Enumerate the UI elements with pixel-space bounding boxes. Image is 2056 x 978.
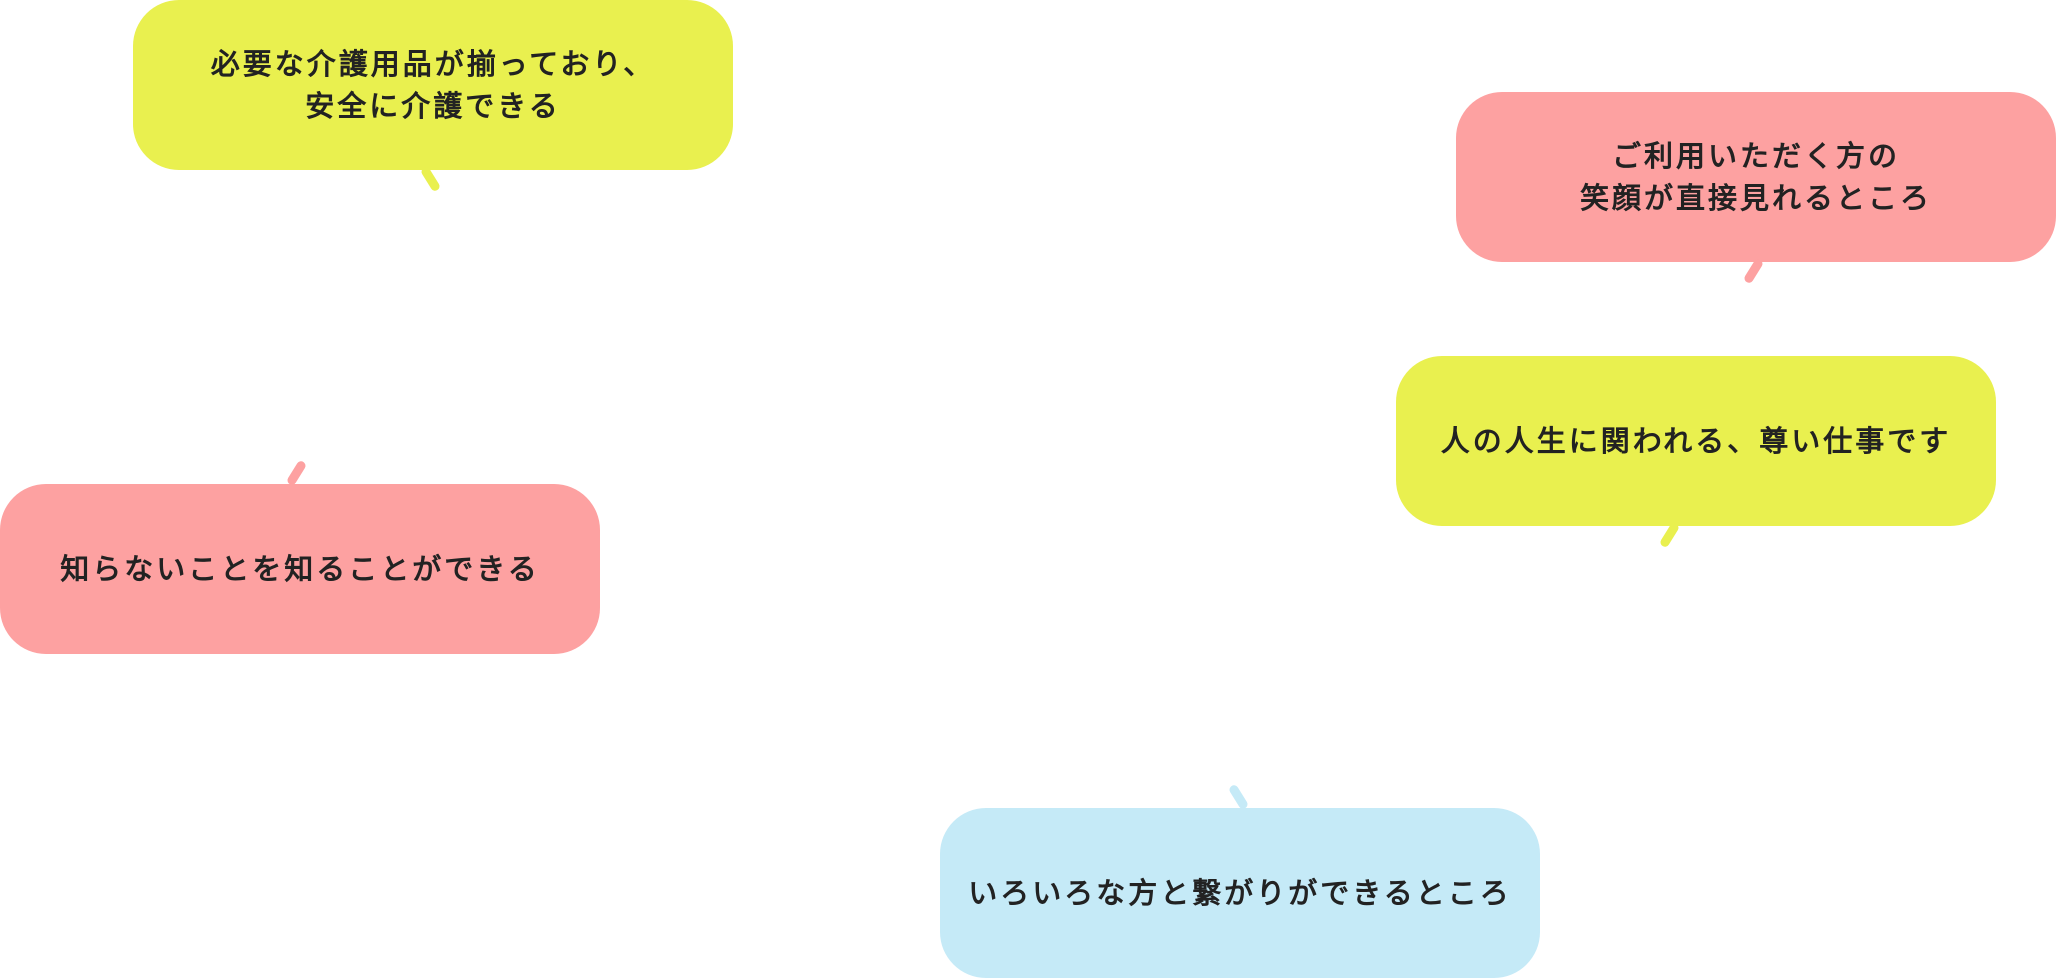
bubble-tail bbox=[285, 459, 308, 487]
bubble-text-line: 必要な介護用品が揃っており、 bbox=[210, 47, 656, 81]
bubble-text-line: いろいろな方と繋がりができるところ bbox=[968, 876, 1512, 910]
bubble-text-line: 知らないことを知ることができる bbox=[60, 552, 540, 586]
bubble-text: 知らないことを知ることができる bbox=[60, 548, 539, 590]
bubble-text-line: 安全に介護できる bbox=[305, 89, 561, 123]
bubble-text: ご利用いただく方の 笑顔が直接見れるところ bbox=[1580, 135, 1932, 219]
bubble-text: 人の人生に関われる、尊い仕事です bbox=[1441, 420, 1952, 462]
bubble-tail bbox=[1227, 783, 1250, 811]
bubble-text-line: ご利用いただく方の bbox=[1611, 139, 1900, 173]
bubble-text: 必要な介護用品が揃っており、 安全に介護できる bbox=[211, 43, 656, 127]
speech-bubble-connections: いろいろな方と繋がりができるところ bbox=[940, 808, 1540, 978]
bubble-text: いろいろな方と繋がりができるところ bbox=[968, 872, 1511, 914]
speech-bubble-learning: 知らないことを知ることができる bbox=[0, 484, 600, 654]
speech-bubble-care-supplies: 必要な介護用品が揃っており、 安全に介護できる bbox=[133, 0, 733, 170]
speech-bubble-noble-work: 人の人生に関われる、尊い仕事です bbox=[1396, 356, 1996, 526]
speech-bubble-smiles: ご利用いただく方の 笑顔が直接見れるところ bbox=[1456, 92, 2056, 262]
bubble-text-line: 人の人生に関われる、尊い仕事です bbox=[1440, 424, 1952, 458]
bubble-text-line: 笑顔が直接見れるところ bbox=[1579, 181, 1932, 215]
